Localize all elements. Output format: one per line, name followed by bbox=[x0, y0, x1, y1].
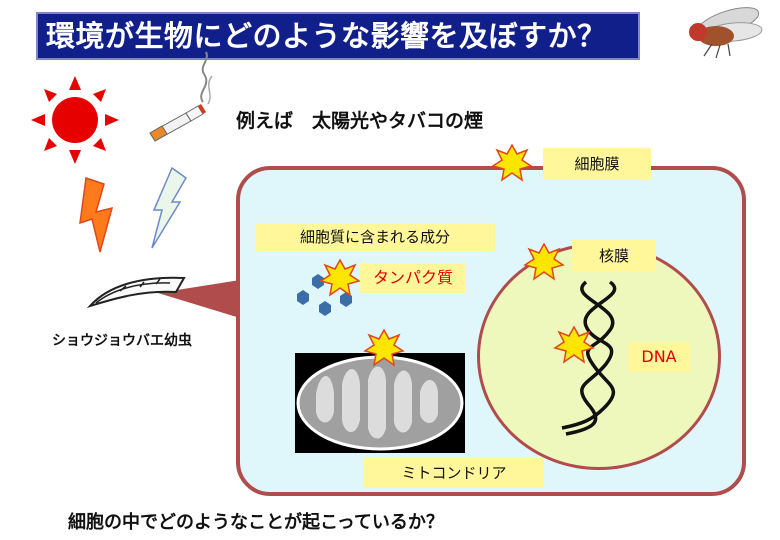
dna-label: DNA bbox=[628, 342, 690, 372]
mitochondria-label: ミトコンドリア bbox=[364, 458, 544, 488]
starburst-icon bbox=[319, 143, 595, 367]
title-banner: 環境が生物にどのような影響を及ぼすか？ bbox=[36, 12, 640, 60]
dna-helix-graphic bbox=[561, 280, 617, 436]
cell-membrane-label: 細胞膜 bbox=[543, 148, 651, 180]
larva-label: ショウジョウバエ幼虫 bbox=[52, 333, 192, 349]
protein-dots bbox=[297, 274, 352, 316]
page-title: 環境が生物にどのような影響を及ぼすか？ bbox=[46, 19, 607, 53]
question-text: 細胞の中でどのようなことが起こっているか？ bbox=[68, 512, 444, 533]
mitochondria-graphic bbox=[296, 355, 464, 451]
fruit-fly-icon bbox=[689, 7, 763, 59]
sun-icon bbox=[31, 76, 119, 164]
zoom-wedge bbox=[158, 280, 240, 318]
lightning-icon bbox=[79, 177, 114, 253]
protein-label: タンパク質 bbox=[360, 263, 466, 293]
cigarette-icon bbox=[149, 51, 213, 142]
nuclear-membrane-label: 核膜 bbox=[572, 240, 656, 272]
larva-icon bbox=[86, 276, 186, 308]
example-text: 例えば 太陽光やタバコの煙 bbox=[236, 110, 484, 132]
cytoplasm-label: 細胞質に含まれる成分 bbox=[255, 223, 495, 251]
lightning-icon bbox=[151, 166, 187, 249]
